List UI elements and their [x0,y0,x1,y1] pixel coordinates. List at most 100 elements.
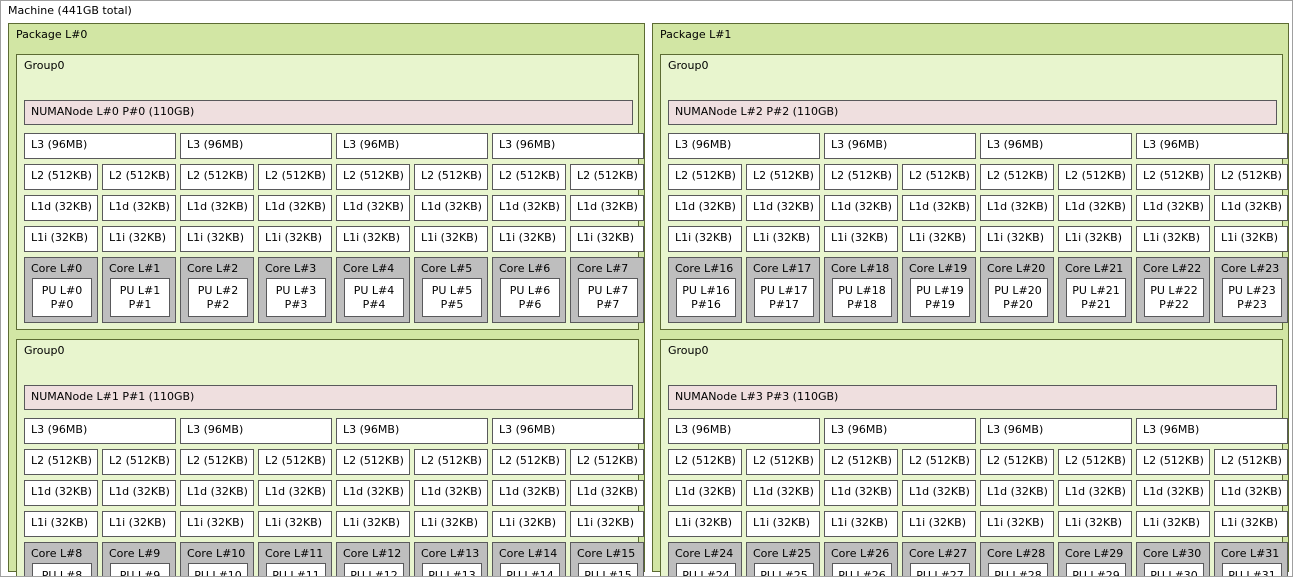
l1i-cache-1-1-0[interactable]: L1i (32KB) [668,511,742,537]
l2-cache-0-0-5[interactable]: L2 (512KB) [414,164,488,190]
l1i-cache-1-0-3[interactable]: L1i (32KB) [902,226,976,252]
pu-0-1-0[interactable]: PU L#8P#8 [32,563,92,576]
l1d-cache-1-0-5[interactable]: L1d (32KB) [1058,195,1132,221]
l1i-cache-1-0-0[interactable]: L1i (32KB) [668,226,742,252]
pu-0-1-7[interactable]: PU L#15P#15 [578,563,638,576]
pu-0-1-5[interactable]: PU L#13P#13 [422,563,482,576]
l1i-cache-0-1-6[interactable]: L1i (32KB) [492,511,566,537]
l1d-cache-0-0-6[interactable]: L1d (32KB) [492,195,566,221]
l1i-cache-0-1-0[interactable]: L1i (32KB) [24,511,98,537]
l3-cache-1-0-0[interactable]: L3 (96MB) [668,133,820,159]
l1d-cache-1-0-1[interactable]: L1d (32KB) [746,195,820,221]
l2-cache-1-1-4[interactable]: L2 (512KB) [980,449,1054,475]
l1i-cache-1-1-2[interactable]: L1i (32KB) [824,511,898,537]
l1i-cache-0-0-2[interactable]: L1i (32KB) [180,226,254,252]
l1i-cache-1-1-7[interactable]: L1i (32KB) [1214,511,1288,537]
l2-cache-1-1-3[interactable]: L2 (512KB) [902,449,976,475]
l3-cache-1-1-3[interactable]: L3 (96MB) [1136,418,1288,444]
l1d-cache-1-0-7[interactable]: L1d (32KB) [1214,195,1288,221]
numanode-1-0[interactable]: NUMANode L#2 P#2 (110GB) [668,100,1277,125]
l2-cache-1-0-0[interactable]: L2 (512KB) [668,164,742,190]
l1d-cache-1-1-5[interactable]: L1d (32KB) [1058,480,1132,506]
l1d-cache-0-0-0[interactable]: L1d (32KB) [24,195,98,221]
l1i-cache-0-0-7[interactable]: L1i (32KB) [570,226,644,252]
numanode-1-1[interactable]: NUMANode L#3 P#3 (110GB) [668,385,1277,410]
l3-cache-1-1-1[interactable]: L3 (96MB) [824,418,976,444]
l1d-cache-1-1-7[interactable]: L1d (32KB) [1214,480,1288,506]
l1i-cache-1-0-5[interactable]: L1i (32KB) [1058,226,1132,252]
l2-cache-1-0-6[interactable]: L2 (512KB) [1136,164,1210,190]
l2-cache-1-1-0[interactable]: L2 (512KB) [668,449,742,475]
core-0-1-1[interactable]: Core L#9PU L#9P#9 [102,542,176,576]
l1d-cache-1-1-2[interactable]: L1d (32KB) [824,480,898,506]
l1i-cache-1-1-6[interactable]: L1i (32KB) [1136,511,1210,537]
l1d-cache-1-0-2[interactable]: L1d (32KB) [824,195,898,221]
l1i-cache-0-1-2[interactable]: L1i (32KB) [180,511,254,537]
l1d-cache-0-1-4[interactable]: L1d (32KB) [336,480,410,506]
l1d-cache-1-0-0[interactable]: L1d (32KB) [668,195,742,221]
pu-0-1-6[interactable]: PU L#14P#14 [500,563,560,576]
l2-cache-0-0-6[interactable]: L2 (512KB) [492,164,566,190]
l1i-cache-1-0-7[interactable]: L1i (32KB) [1214,226,1288,252]
l1d-cache-1-0-4[interactable]: L1d (32KB) [980,195,1054,221]
l1d-cache-0-1-3[interactable]: L1d (32KB) [258,480,332,506]
l1d-cache-0-1-1[interactable]: L1d (32KB) [102,480,176,506]
l3-cache-1-0-2[interactable]: L3 (96MB) [980,133,1132,159]
l2-cache-0-0-3[interactable]: L2 (512KB) [258,164,332,190]
pu-0-1-3[interactable]: PU L#11P#11 [266,563,326,576]
l1d-cache-0-1-5[interactable]: L1d (32KB) [414,480,488,506]
numanode-0-1[interactable]: NUMANode L#1 P#1 (110GB) [24,385,633,410]
pu-1-1-0[interactable]: PU L#24P#24 [676,563,736,576]
l1i-cache-0-0-5[interactable]: L1i (32KB) [414,226,488,252]
l1d-cache-0-1-0[interactable]: L1d (32KB) [24,480,98,506]
l2-cache-0-1-2[interactable]: L2 (512KB) [180,449,254,475]
l3-cache-1-0-1[interactable]: L3 (96MB) [824,133,976,159]
l2-cache-1-0-7[interactable]: L2 (512KB) [1214,164,1288,190]
l2-cache-1-1-2[interactable]: L2 (512KB) [824,449,898,475]
l2-cache-0-0-4[interactable]: L2 (512KB) [336,164,410,190]
l2-cache-1-0-5[interactable]: L2 (512KB) [1058,164,1132,190]
l3-cache-0-1-3[interactable]: L3 (96MB) [492,418,644,444]
l1i-cache-1-1-4[interactable]: L1i (32KB) [980,511,1054,537]
l1d-cache-0-0-3[interactable]: L1d (32KB) [258,195,332,221]
l1i-cache-0-1-7[interactable]: L1i (32KB) [570,511,644,537]
numanode-0-0[interactable]: NUMANode L#0 P#0 (110GB) [24,100,633,125]
l3-cache-0-1-0[interactable]: L3 (96MB) [24,418,176,444]
l2-cache-0-0-0[interactable]: L2 (512KB) [24,164,98,190]
l1i-cache-1-1-3[interactable]: L1i (32KB) [902,511,976,537]
pu-0-1-4[interactable]: PU L#12P#12 [344,563,404,576]
l2-cache-1-0-2[interactable]: L2 (512KB) [824,164,898,190]
l1d-cache-1-1-0[interactable]: L1d (32KB) [668,480,742,506]
l1i-cache-0-0-4[interactable]: L1i (32KB) [336,226,410,252]
l3-cache-0-0-2[interactable]: L3 (96MB) [336,133,488,159]
